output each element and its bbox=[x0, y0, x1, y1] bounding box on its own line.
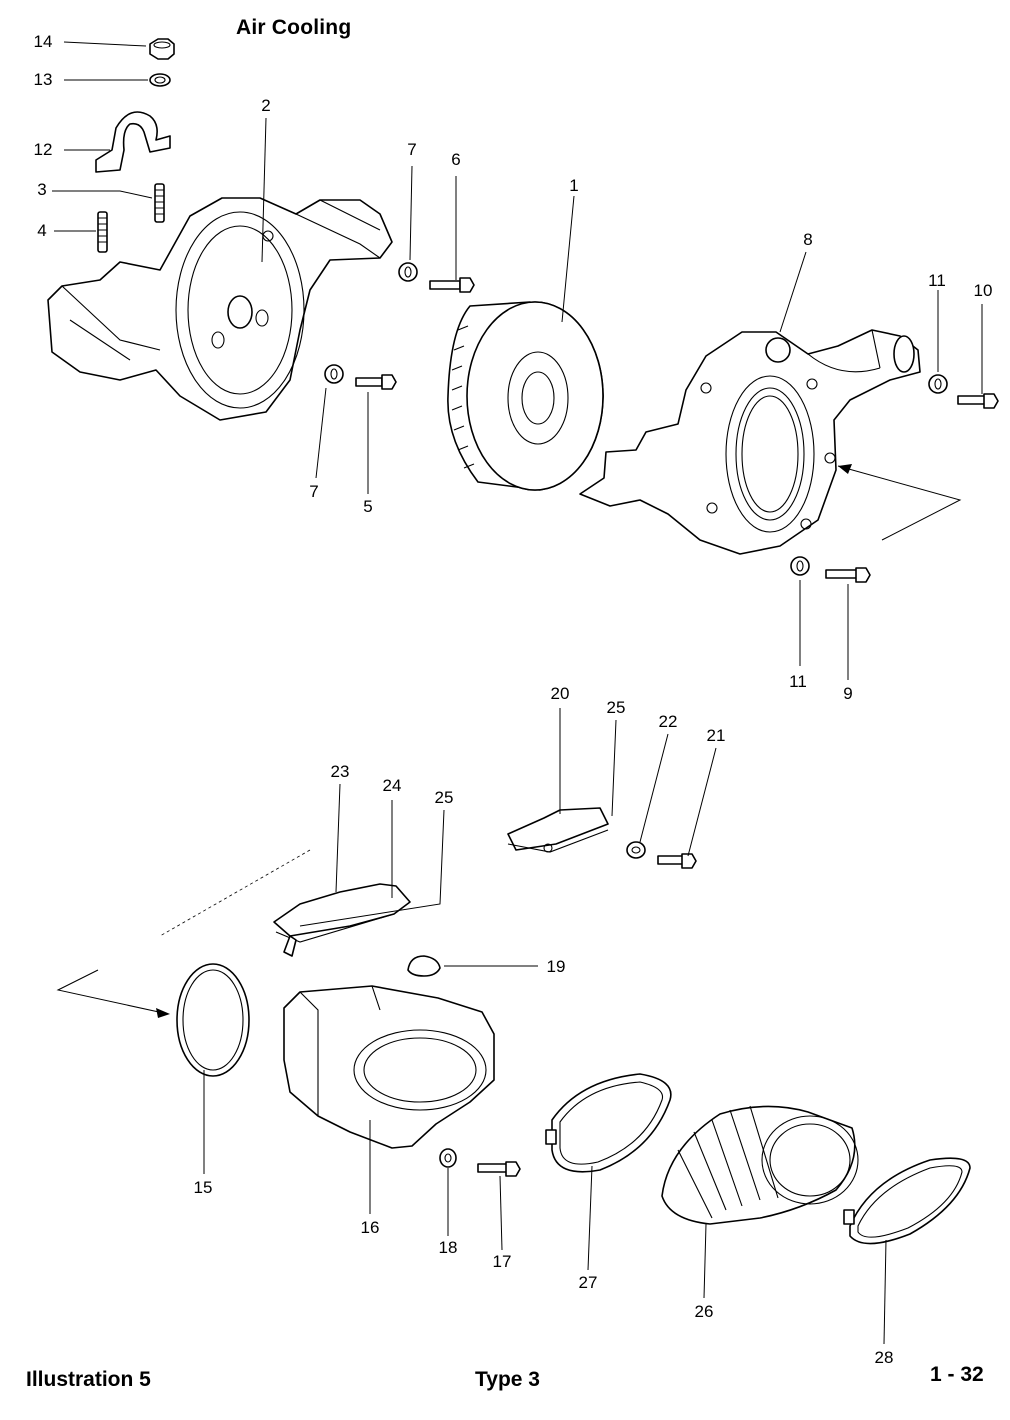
callout-4: 4 bbox=[37, 221, 47, 240]
part-4-stud bbox=[97, 211, 108, 253]
callout-11-top: 11 bbox=[928, 271, 946, 290]
type-label: Type 3 bbox=[475, 1368, 540, 1391]
part-19-grommet bbox=[407, 955, 441, 977]
callout-12: 12 bbox=[33, 140, 53, 159]
callout-13: 13 bbox=[33, 70, 53, 89]
part-16-air-duct bbox=[283, 985, 495, 1149]
callout-25-left: 25 bbox=[434, 788, 454, 807]
part-7-washer-a bbox=[398, 262, 418, 282]
callout-28: 28 bbox=[874, 1348, 894, 1367]
callout-7-top: 7 bbox=[407, 140, 417, 159]
callout-17: 17 bbox=[492, 1252, 512, 1271]
part-18-washer bbox=[439, 1148, 457, 1168]
callout-2: 2 bbox=[261, 96, 271, 115]
part-27-clamp bbox=[545, 1073, 672, 1173]
callout-3: 3 bbox=[37, 180, 47, 199]
callout-20: 20 bbox=[550, 684, 570, 703]
part-17-bolt bbox=[477, 1161, 521, 1177]
part-10-bolt bbox=[957, 393, 999, 409]
callout-7-bottom: 7 bbox=[309, 482, 319, 501]
leader-lines bbox=[52, 41, 983, 1345]
callout-25-right: 25 bbox=[606, 698, 626, 717]
callout-27: 27 bbox=[578, 1273, 598, 1292]
part-23-flap bbox=[273, 883, 411, 957]
diagram-title: Air Cooling bbox=[236, 16, 352, 39]
part-26-bellows bbox=[661, 1105, 859, 1225]
part-14-nut bbox=[149, 38, 175, 60]
part-20-flap bbox=[507, 807, 609, 853]
part-1-fan-wheel bbox=[447, 301, 604, 491]
callout-16: 16 bbox=[360, 1218, 380, 1237]
callout-21: 21 bbox=[706, 726, 726, 745]
callout-11-bottom: 11 bbox=[789, 672, 807, 691]
callout-1: 1 bbox=[569, 176, 579, 195]
page-number: 1 - 32 bbox=[930, 1363, 984, 1386]
assembly-arrows bbox=[56, 464, 962, 1018]
callout-19: 19 bbox=[546, 957, 566, 976]
callout-8: 8 bbox=[803, 230, 813, 249]
callout-18: 18 bbox=[438, 1238, 458, 1257]
part-28-clamp bbox=[843, 1157, 971, 1245]
callout-5: 5 bbox=[363, 497, 373, 516]
callout-15: 15 bbox=[193, 1178, 213, 1197]
callout-24: 24 bbox=[382, 776, 402, 795]
part-12-clamp bbox=[95, 111, 171, 173]
part-22-washer bbox=[626, 841, 646, 859]
part-8-housing-cover bbox=[579, 329, 921, 555]
part-15-ring bbox=[176, 963, 250, 1077]
part-13-washer bbox=[149, 73, 171, 87]
callout-9: 9 bbox=[843, 684, 853, 703]
callout-26: 26 bbox=[694, 1302, 714, 1321]
part-3-stud bbox=[154, 183, 165, 223]
callout-22: 22 bbox=[658, 712, 678, 731]
part-11-washer-a bbox=[928, 374, 948, 394]
callout-6: 6 bbox=[451, 150, 461, 169]
part-11-washer-b bbox=[790, 556, 810, 576]
part-9-bolt bbox=[825, 567, 871, 583]
part-2-fan-housing bbox=[47, 197, 393, 421]
callout-23: 23 bbox=[330, 762, 350, 781]
part-21-bolt bbox=[657, 853, 697, 869]
part-5-bolt bbox=[355, 374, 397, 390]
illustration-label: Illustration 5 bbox=[26, 1368, 151, 1391]
part-7-washer-b bbox=[324, 364, 344, 384]
part-6-bolt bbox=[429, 277, 475, 293]
callout-10: 10 bbox=[973, 281, 993, 300]
callout-14: 14 bbox=[33, 32, 53, 51]
